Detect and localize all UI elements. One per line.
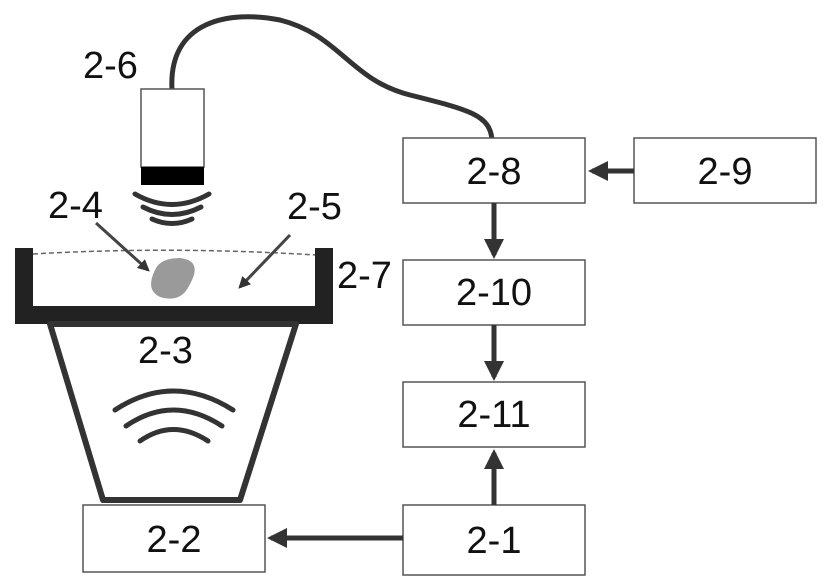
liquid-surface <box>32 249 317 256</box>
box-2-9 <box>633 137 817 204</box>
box-2-10 <box>402 259 586 326</box>
label-box-2-11: 2-11 <box>457 394 530 436</box>
tank <box>15 248 333 324</box>
label-sample: 2-4 <box>48 185 103 227</box>
label-box-2-10: 2-10 <box>456 272 532 314</box>
sample-pointer <box>94 221 150 272</box>
box-2-8 <box>402 137 586 204</box>
probe <box>140 88 205 185</box>
transducer-wave-icon <box>112 388 236 444</box>
probe-wave-icon <box>132 191 212 226</box>
label-box-2-1: 2-1 <box>467 520 522 562</box>
label-probe: 2-6 <box>83 45 138 87</box>
probe-tip <box>141 167 204 185</box>
liquid-pointer <box>238 233 292 289</box>
box-2-11 <box>402 381 586 448</box>
label-box-2-8: 2-8 <box>467 151 522 193</box>
box-2-1 <box>402 504 586 576</box>
label-transducer: 2-3 <box>138 330 193 372</box>
probe-cable <box>169 14 495 141</box>
sample-shape <box>151 258 195 299</box>
label-box-2-9: 2-9 <box>698 151 753 193</box>
probe-body <box>140 88 205 168</box>
label-tank: 2-7 <box>337 255 392 297</box>
label-box-2-2: 2-2 <box>147 519 202 561</box>
box-2-2 <box>82 504 266 573</box>
label-liquid: 2-5 <box>287 186 342 228</box>
